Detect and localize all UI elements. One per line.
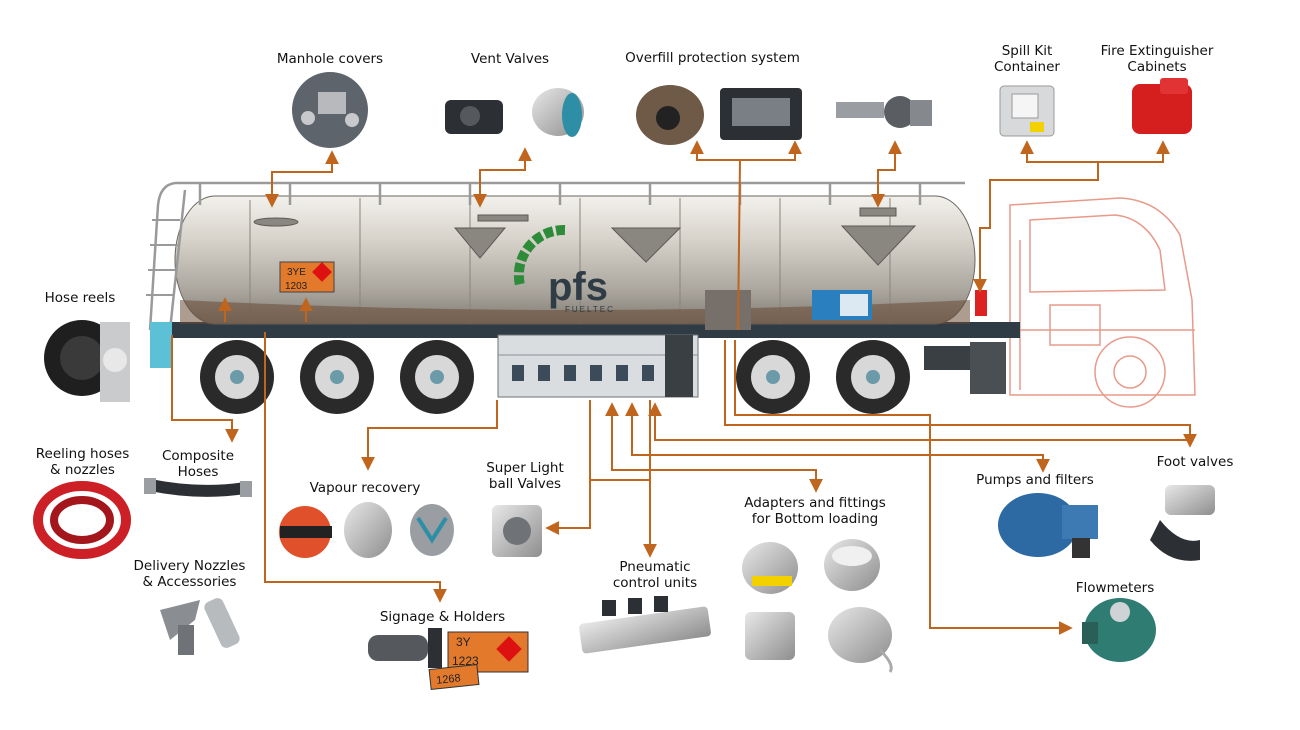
vent-valves-image	[445, 88, 584, 137]
truck-cab	[1009, 197, 1196, 408]
tank-placard: 3YE 1203	[279, 261, 335, 293]
bottom-loading-cabinet	[497, 334, 699, 398]
wheels	[200, 340, 910, 414]
callout-arrows	[171, 140, 1197, 635]
fire-cabinet-image	[1132, 78, 1192, 134]
manhole-covers-image	[292, 72, 368, 148]
chassis	[160, 322, 1020, 338]
pump-filter-image	[998, 493, 1098, 558]
label-overfill: Overfill protection system	[625, 50, 800, 66]
label-flowmeters: Flowmeters	[1075, 580, 1155, 596]
rear-hose-box	[150, 322, 172, 368]
mudflap	[970, 342, 1006, 394]
label-manhole-covers: Manhole covers	[276, 51, 384, 67]
tank-body	[174, 195, 976, 325]
super-light-ball-valve-image	[492, 505, 542, 557]
placard-code-bottom: 1203	[285, 281, 308, 292]
label-hose-reels: Hose reels	[44, 290, 116, 306]
brand-sub: FUELTEC	[565, 305, 615, 314]
label-delivery-nozzles: Delivery Nozzles& Accessories	[133, 558, 246, 590]
spill-kit-image	[999, 85, 1055, 137]
placard-code-top: 3YE	[287, 267, 306, 278]
label-vent-valves: Vent Valves	[470, 51, 550, 67]
overfill-socket	[705, 290, 751, 330]
sign-bottom: 1268	[436, 672, 462, 686]
composite-hose-image	[144, 478, 252, 497]
label-signage: Signage & Holders	[379, 609, 506, 625]
reeling-hoses-image	[33, 481, 131, 559]
tool-box	[924, 346, 974, 370]
delivery-nozzles-image	[160, 598, 240, 655]
label-pumps-filters: Pumps and filters	[976, 472, 1094, 488]
brand-name: pfs	[548, 265, 608, 309]
overfill-images	[636, 85, 932, 145]
signage-holder-image: 3Y 1223 1268	[368, 628, 529, 691]
hose-reel-image	[44, 320, 130, 402]
vapour-recovery-image	[279, 502, 454, 558]
sign-mid: 1223	[452, 654, 479, 668]
label-reeling-hoses: Reeling hoses& nozzles	[35, 446, 130, 478]
pfs-logo: pfs FUELTEC	[513, 224, 615, 314]
compartment-domes	[253, 207, 917, 266]
foot-valve-image	[1150, 485, 1215, 561]
adapters-images	[742, 539, 893, 673]
ladder	[146, 219, 180, 296]
cab-extinguisher	[975, 290, 987, 316]
label-vapour-recovery: Vapour recovery	[309, 480, 421, 496]
label-foot-valves: Foot valves	[1156, 454, 1234, 470]
sign-top: 3Y	[456, 635, 471, 649]
flowmeter-image	[1082, 598, 1156, 662]
pneumatic-unit-image	[579, 596, 711, 654]
